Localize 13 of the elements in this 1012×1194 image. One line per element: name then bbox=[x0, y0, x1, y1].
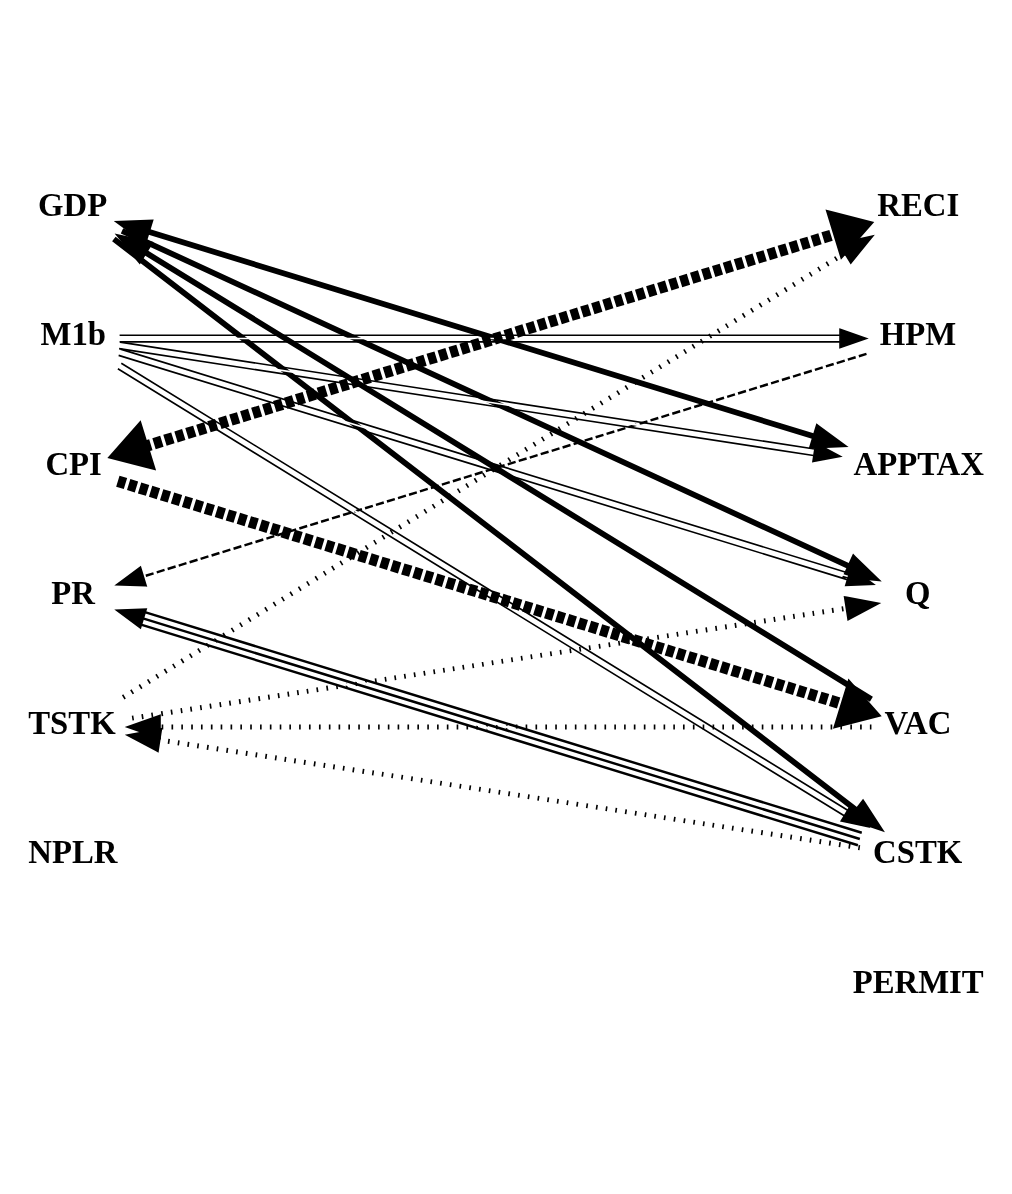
node-text: CSTK bbox=[873, 833, 963, 870]
node-text: PERMIT bbox=[852, 963, 984, 999]
node-text: HPM bbox=[879, 315, 957, 352]
node-text: CPI bbox=[45, 445, 102, 482]
node-text: APPTAX bbox=[853, 445, 984, 482]
node-text: GDP bbox=[38, 186, 108, 223]
node-text: M1b bbox=[40, 315, 107, 352]
node-text: VAC bbox=[884, 704, 952, 741]
node-text: RECI bbox=[877, 186, 960, 223]
node-text: Q bbox=[905, 574, 931, 611]
node-text: PR bbox=[51, 574, 95, 611]
node-text: TSTK bbox=[28, 704, 116, 741]
node-text: NPLR bbox=[28, 833, 118, 870]
